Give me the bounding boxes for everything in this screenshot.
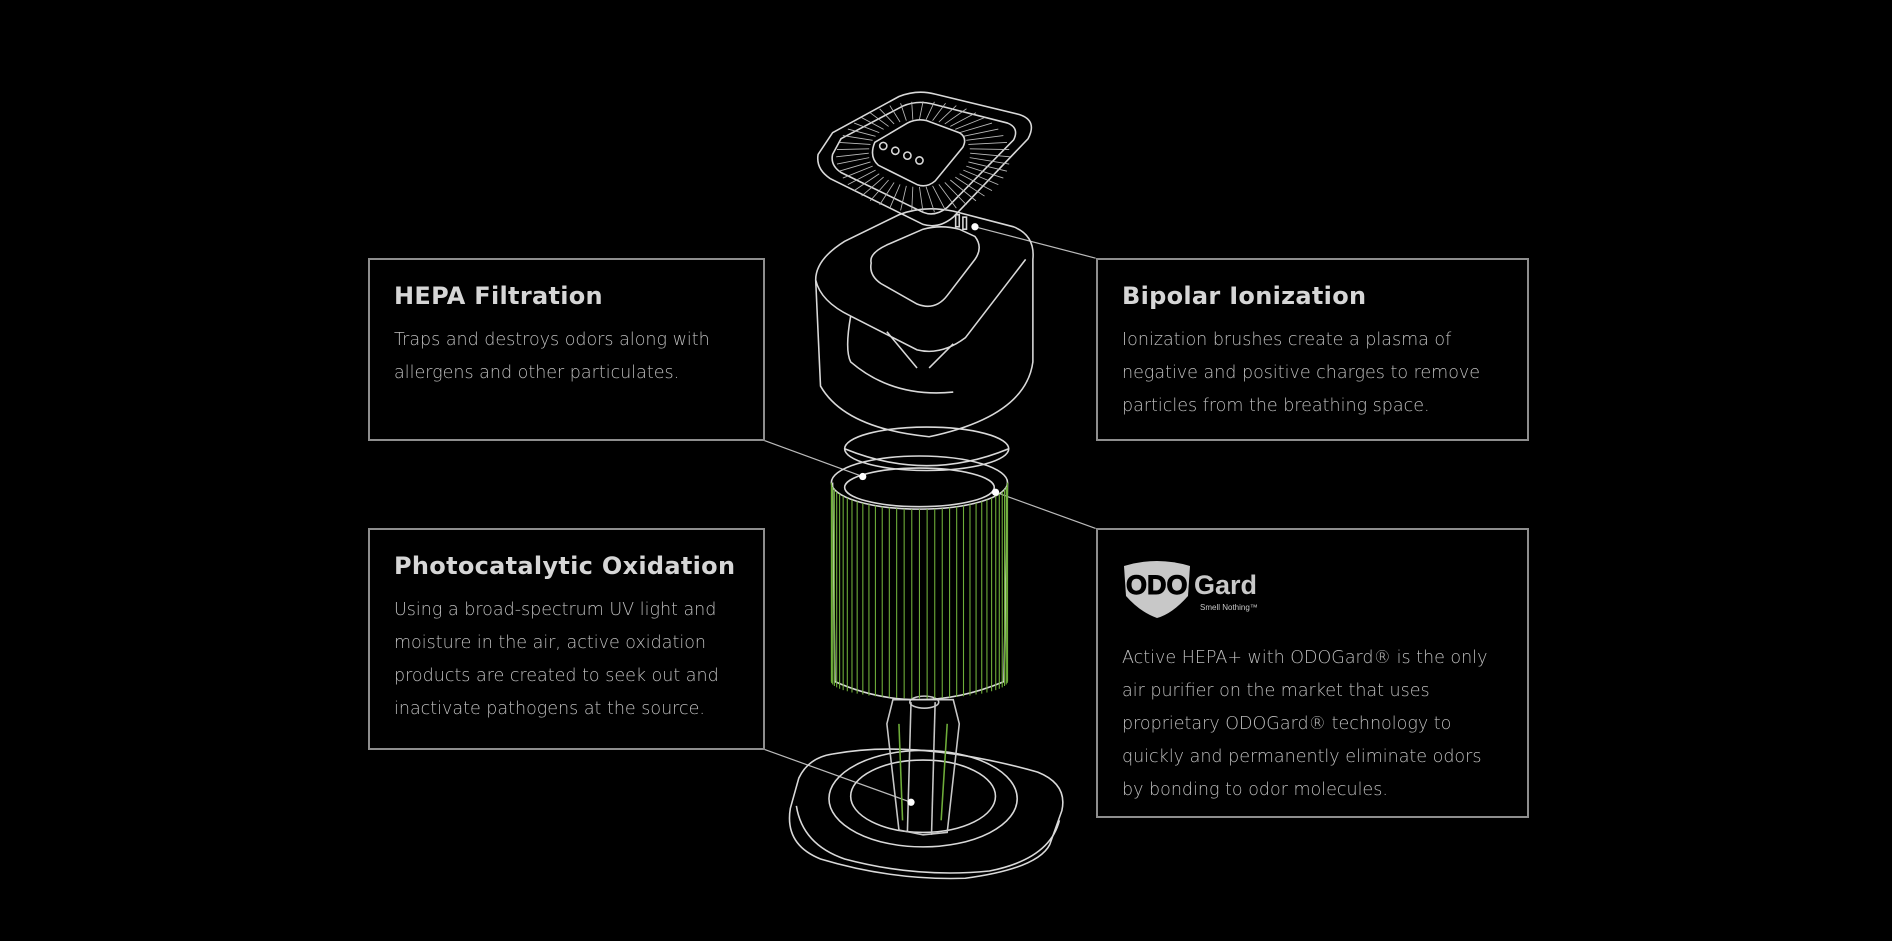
- vent-line: [950, 179, 977, 202]
- vent-line: [861, 117, 884, 130]
- feature-card-hepa: HEPA Filtration Traps and destroys odors…: [368, 258, 765, 441]
- odogard-logo: ODO Gard Smell Nothing™: [1122, 556, 1503, 620]
- vent-line: [847, 169, 876, 185]
- feature-title: Photocatalytic Oxidation: [394, 552, 736, 580]
- vent-line: [966, 135, 1004, 141]
- svg-text:ODO: ODO: [1126, 570, 1188, 600]
- vent-line: [919, 186, 924, 213]
- feature-body: Traps and destroys odors along with alle…: [394, 330, 710, 383]
- vent-line: [889, 184, 901, 209]
- vent-line: [944, 108, 967, 125]
- vent-line: [842, 165, 873, 179]
- collar-icon: [843, 426, 1010, 472]
- control-buttons-icon: [878, 141, 924, 165]
- vent-line: [950, 112, 977, 127]
- callout-dots: [859, 223, 1000, 806]
- vent-line: [836, 152, 869, 158]
- vent-line: [963, 169, 999, 185]
- vent-line: [963, 128, 999, 137]
- feature-title: HEPA Filtration: [394, 282, 603, 310]
- svg-text:Smell Nothing™: Smell Nothing™: [1200, 603, 1258, 612]
- vent-line: [900, 103, 907, 121]
- vent-line: [839, 142, 871, 145]
- feature-card-bipolar: Bipolar Ionization Ionization brushes cr…: [1096, 258, 1529, 441]
- top-lid-icon: [816, 91, 1033, 227]
- vent-line: [970, 152, 1010, 158]
- vent-line: [959, 173, 993, 191]
- vent-line: [932, 102, 946, 121]
- purifier-body-icon: [814, 208, 1034, 438]
- feature-title: Bipolar Ionization: [1122, 282, 1367, 310]
- vent-line: [911, 101, 914, 120]
- vent-line: [938, 184, 957, 209]
- vent-line: [869, 179, 889, 202]
- vent-line: [925, 101, 935, 120]
- vent-line: [968, 142, 1008, 145]
- vent-line: [839, 161, 871, 172]
- vent-line: [925, 186, 935, 212]
- vent-line: [879, 182, 895, 206]
- feature-body: Using a broad-spectrum UV light and mois…: [394, 600, 719, 719]
- vent-line: [955, 176, 985, 197]
- vent-line: [842, 135, 873, 141]
- vent-line: [955, 117, 985, 130]
- vent-line: [836, 157, 870, 165]
- vent-line: [853, 122, 880, 134]
- vent-line: [944, 182, 967, 206]
- vent-line: [900, 185, 907, 211]
- svg-text:Gard: Gard: [1194, 570, 1257, 600]
- vent-line: [968, 161, 1008, 172]
- vent-line: [847, 128, 876, 137]
- feature-body: Active HEPA+ with ODOGard® is the only a…: [1122, 648, 1488, 800]
- vent-line: [969, 148, 1010, 151]
- base-icon: [788, 748, 1064, 880]
- vent-line: [836, 148, 870, 151]
- vent-line: [869, 112, 889, 127]
- vent-line: [853, 173, 880, 191]
- vent-line: [966, 165, 1004, 179]
- filter-cylinder-icon: [830, 455, 1009, 701]
- vent-line: [911, 186, 914, 212]
- vent-line: [938, 105, 957, 123]
- feature-body: Ionization brushes create a plasma of ne…: [1122, 330, 1481, 416]
- vent-line: [969, 157, 1010, 165]
- vent-line: [861, 176, 884, 197]
- feature-card-photocatalytic: Photocatalytic Oxidation Using a broad-s…: [368, 528, 765, 750]
- vent-line: [932, 185, 946, 211]
- feature-card-odogard: ODO Gard Smell Nothing™ Active HEPA+ wit…: [1096, 528, 1529, 818]
- connector-lines: [763, 226, 1096, 803]
- vent-line: [959, 122, 993, 134]
- vent-line: [879, 108, 895, 125]
- vent-line: [889, 105, 901, 123]
- vent-line: [919, 101, 924, 120]
- uv-lamp-icon: [886, 695, 961, 836]
